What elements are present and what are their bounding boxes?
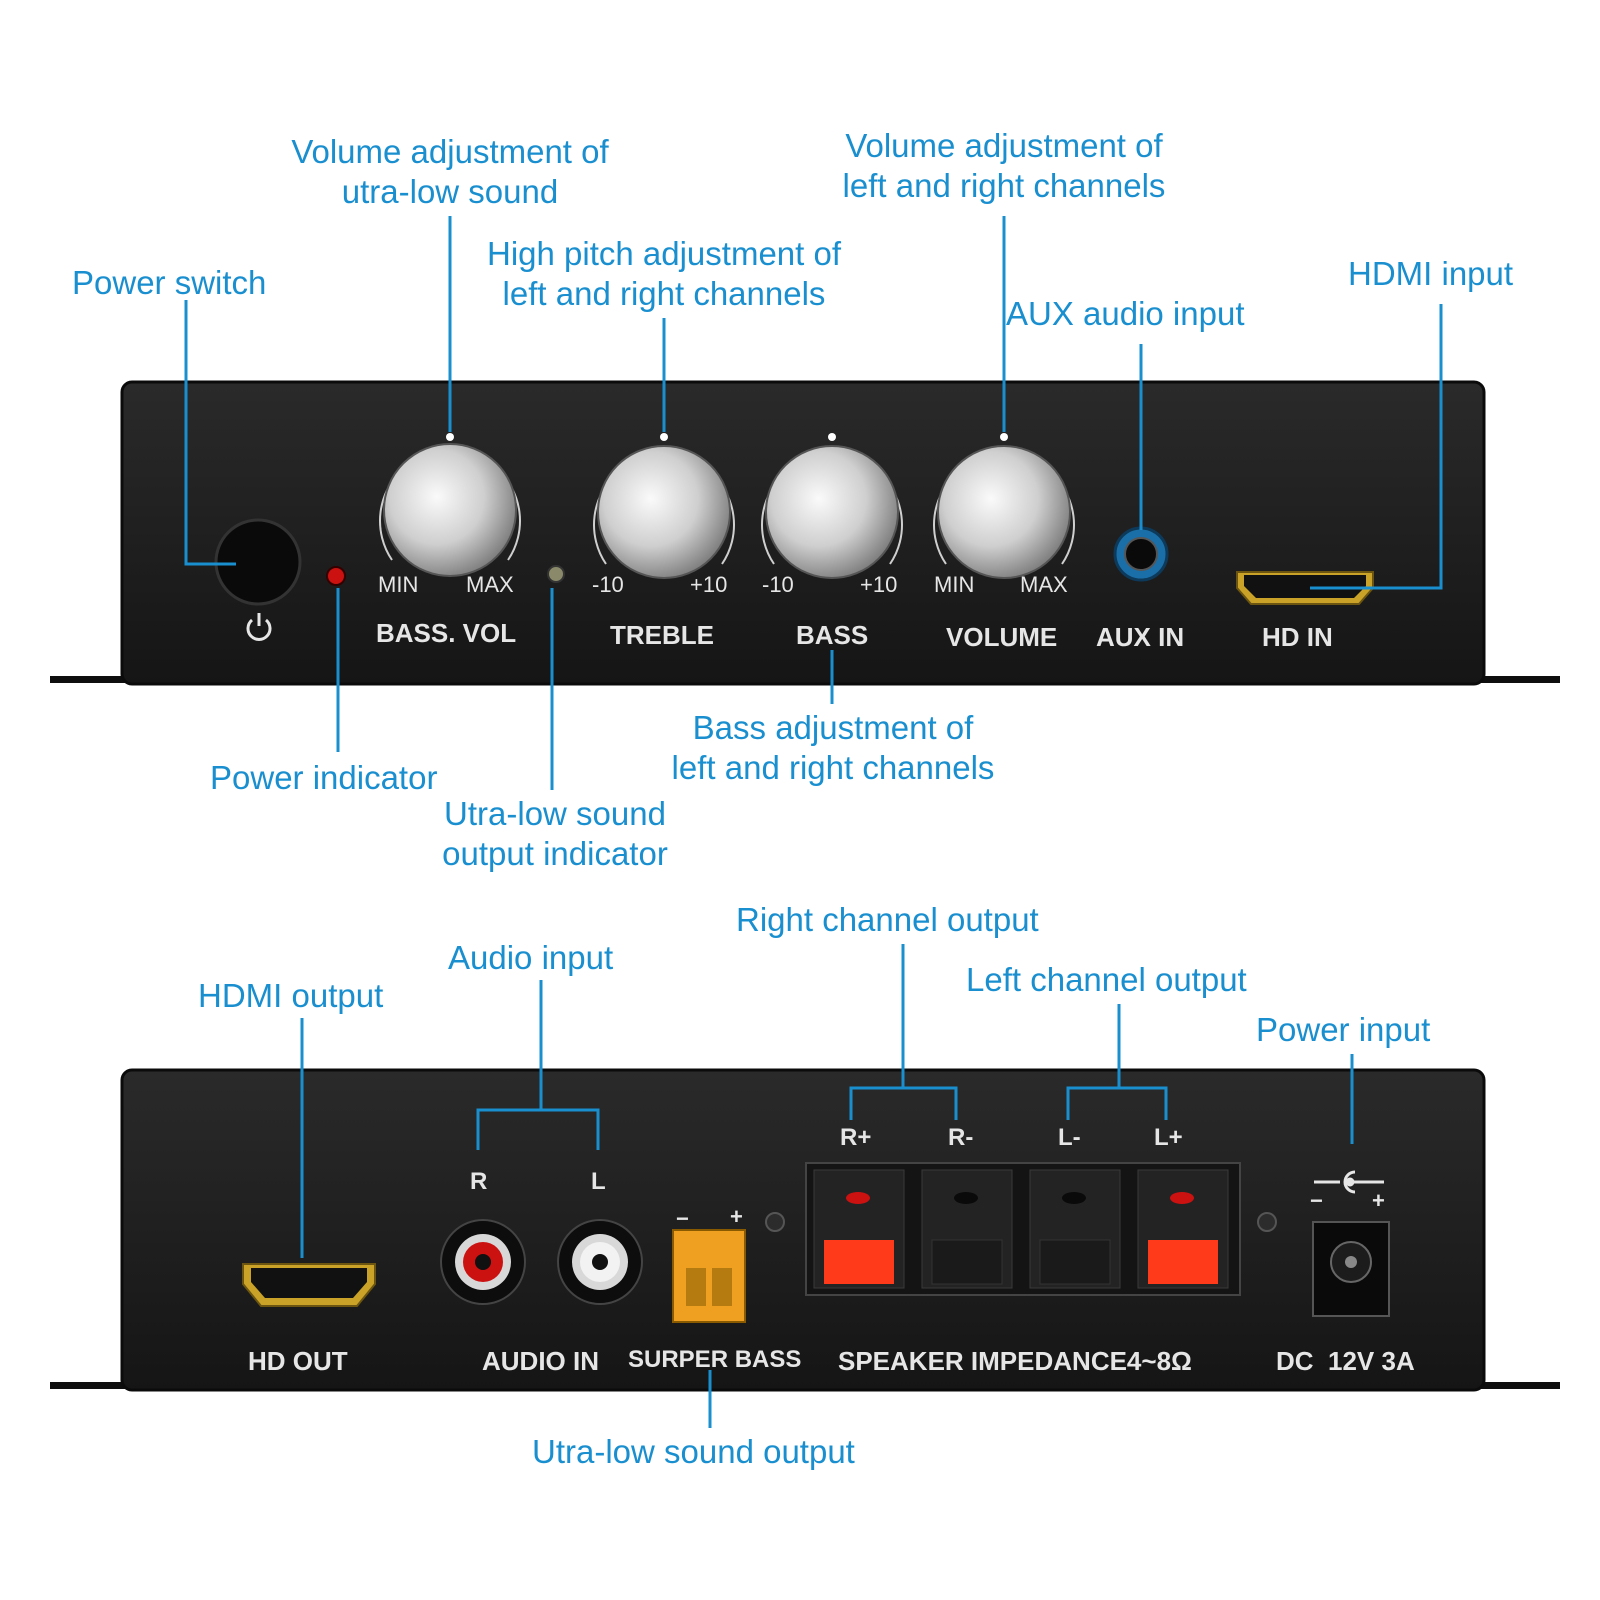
speaker-impedance-label: SPEAKER IMPEDANCE4~8Ω (838, 1346, 1192, 1376)
terminal-r-minus[interactable] (921, 1169, 1013, 1289)
power-switch-button[interactable] (214, 518, 302, 606)
power-icon (246, 613, 272, 641)
terminal-l-minus-label: L- (1058, 1124, 1081, 1151)
terminal-l-plus[interactable] (1137, 1169, 1229, 1289)
callout-sub-out: Utra-low sound output (532, 1433, 855, 1470)
sub-plus-label: + (730, 1204, 743, 1229)
dc-polarity-icon (1314, 1170, 1384, 1194)
treble-max-label: +10 (690, 572, 728, 597)
callout-power-switch: Power switch (72, 264, 267, 301)
rca-r-label: R (470, 1168, 488, 1195)
dc-rating-label: DC 12V 3A (1276, 1346, 1415, 1376)
terminal-r-minus-label: R- (948, 1124, 974, 1151)
callout-left-out: Left channel output (966, 961, 1247, 998)
hd-out-label: HD OUT (248, 1346, 348, 1376)
callout-hdmi-out: HDMI output (198, 977, 384, 1014)
hd-in-label: HD IN (1262, 622, 1333, 652)
callout-treble: High pitch adjustment of left and right … (486, 235, 842, 312)
screw-left (765, 1212, 785, 1232)
bass-max-label: +10 (860, 572, 898, 597)
treble-knob[interactable] (593, 433, 735, 579)
terminal-l-plus-label: L+ (1154, 1124, 1183, 1151)
callout-hdmi-in: HDMI input (1348, 255, 1514, 292)
hdmi-out-port[interactable] (242, 1263, 376, 1307)
treble-min-label: -10 (592, 572, 624, 597)
bass-knob[interactable] (761, 433, 903, 579)
audio-in-label: AUDIO IN (482, 1346, 599, 1376)
bass-min-label: -10 (762, 572, 794, 597)
dc-plus-label: + (1372, 1188, 1385, 1213)
volume-knob[interactable] (933, 433, 1075, 579)
dc-minus-label: − (1310, 1188, 1323, 1213)
bass-vol-label: BASS. VOL (376, 618, 517, 648)
rca-right-jack[interactable] (440, 1219, 526, 1305)
dc-power-jack[interactable] (1312, 1221, 1390, 1317)
power-indicator-led (326, 566, 346, 586)
terminal-r-plus[interactable] (813, 1169, 905, 1289)
rca-left-jack[interactable] (557, 1219, 643, 1305)
callout-sub-indicator: Utra-low sound output indicator (442, 795, 668, 872)
bass-vol-min-label: MIN (378, 572, 419, 597)
sub-indicator-led (547, 565, 565, 583)
callout-right-out: Right channel output (736, 901, 1039, 938)
terminal-l-minus[interactable] (1029, 1169, 1121, 1289)
screw-right (1257, 1212, 1277, 1232)
rear-chassis (120, 1068, 1486, 1392)
callout-audio-in: Audio input (448, 939, 614, 976)
hdmi-in-port[interactable] (1236, 571, 1374, 605)
callout-volume: Volume adjustment of left and right chan… (842, 127, 1166, 204)
callout-power-indicator: Power indicator (210, 759, 438, 796)
super-bass-label: SURPER BASS (628, 1346, 802, 1373)
callout-aux: AUX audio input (1006, 295, 1245, 332)
treble-label: TREBLE (610, 620, 714, 650)
callout-bass: Bass adjustment of left and right channe… (671, 709, 995, 786)
front-panel (50, 380, 1560, 686)
bass-vol-knob[interactable] (379, 433, 521, 577)
callout-power-in: Power input (1256, 1011, 1431, 1048)
rear-panel (50, 1068, 1560, 1392)
terminal-r-plus-label: R+ (840, 1124, 872, 1151)
callout-bass-vol: Volume adjustment of utra-low sound (291, 133, 609, 210)
aux-in-jack[interactable] (1113, 526, 1169, 582)
bass-vol-max-label: MAX (466, 572, 514, 597)
volume-max-label: MAX (1020, 572, 1068, 597)
aux-in-label: AUX IN (1096, 622, 1185, 652)
rca-l-label: L (591, 1168, 606, 1195)
bass-label: BASS (796, 620, 869, 650)
super-bass-terminal[interactable] (672, 1229, 746, 1323)
volume-min-label: MIN (934, 572, 975, 597)
callout-lines (184, 216, 1443, 1428)
sub-minus-label: − (676, 1206, 689, 1231)
volume-label: VOLUME (946, 622, 1058, 652)
